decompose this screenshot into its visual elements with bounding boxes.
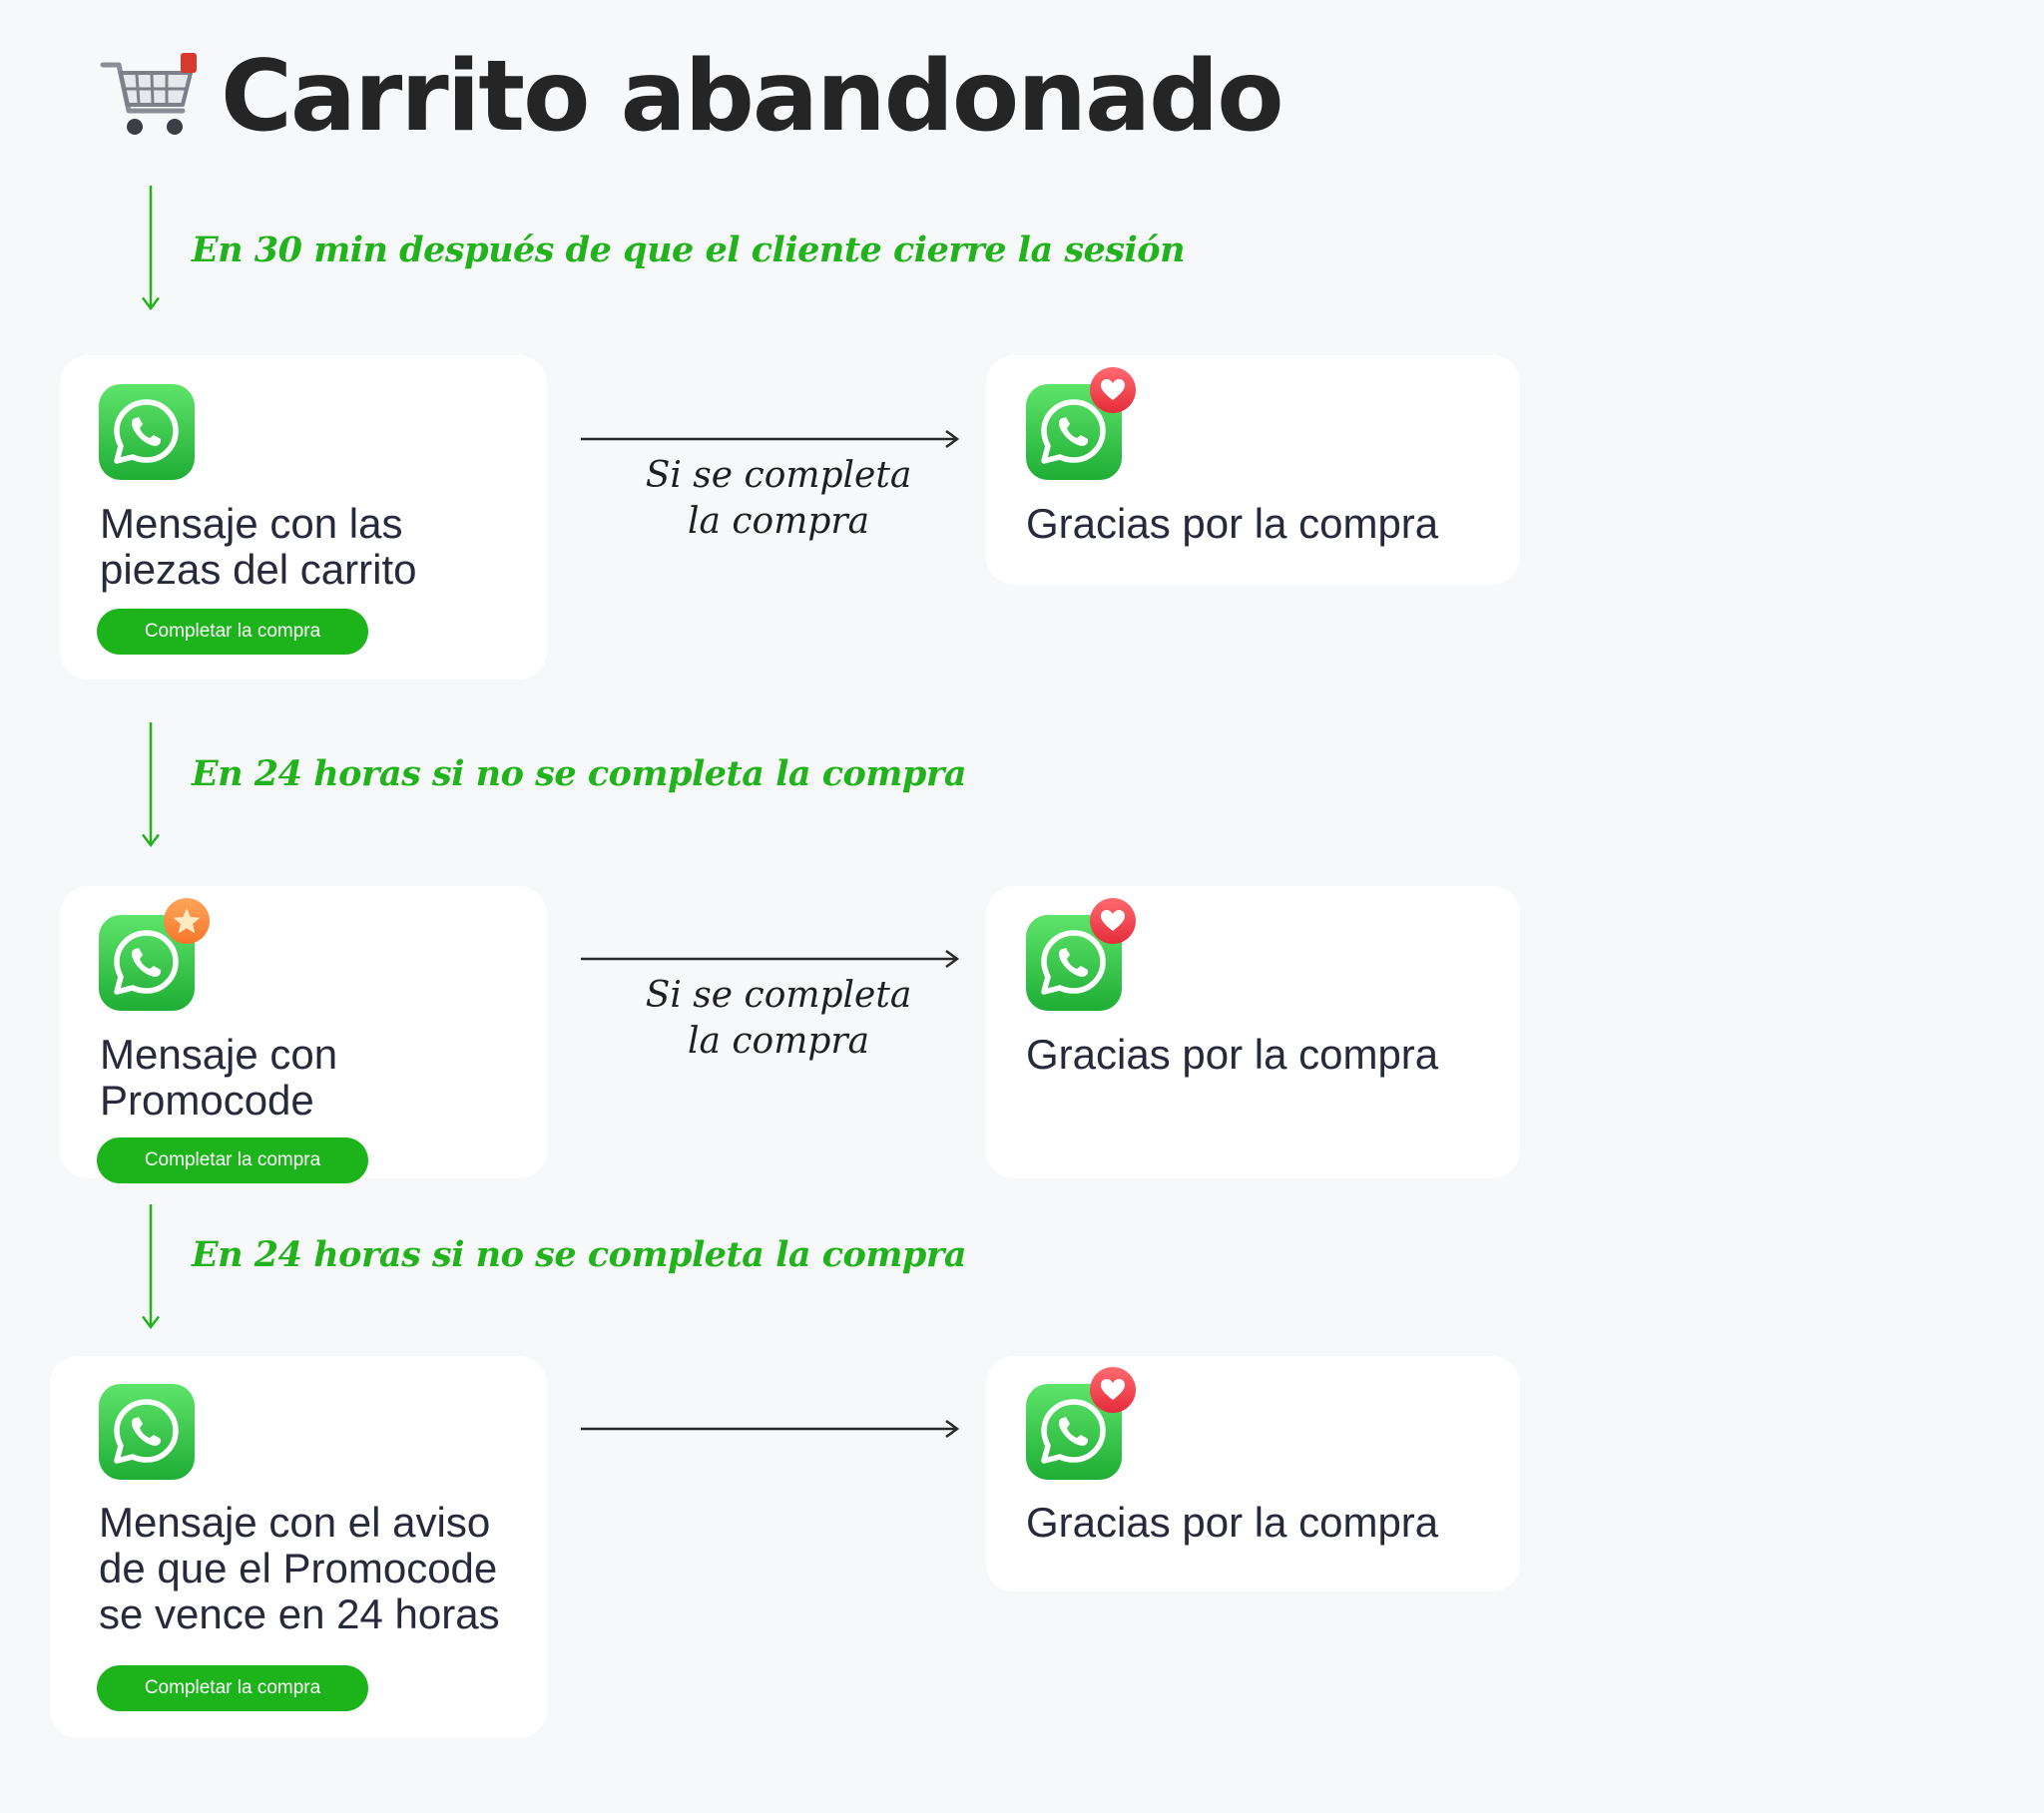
star-badge-icon (164, 898, 210, 944)
right-arrow-icon (581, 429, 960, 449)
message-text: Mensaje con Promocode (100, 1031, 338, 1124)
thanks-card: Gracias por la compra (986, 355, 1520, 585)
complete-purchase-button[interactable]: Completar la compra (97, 1137, 368, 1183)
message-card: Mensaje con el aviso de que el Promocode… (50, 1356, 547, 1738)
message-card: Mensaje con las piezas del carrito Compl… (60, 355, 547, 680)
message-text: Mensaje con las piezas del carrito (100, 500, 417, 593)
title-text: Carrito abandonado (221, 40, 1284, 154)
transition-label: Si se completa la compra (645, 975, 912, 1062)
step-label: En 24 horas si no se completa la compra (192, 1234, 967, 1275)
down-arrow-icon (140, 1204, 162, 1330)
complete-purchase-button[interactable]: Completar la compra (97, 1665, 368, 1711)
whatsapp-icon (99, 384, 195, 480)
heart-badge-icon (1090, 367, 1136, 413)
transition-label: Si se completa la compra (645, 455, 912, 542)
step-label: En 24 horas si no se completa la compra (192, 753, 967, 794)
message-text: Mensaje con el aviso de que el Promocode… (99, 1499, 500, 1637)
thanks-text: Gracias por la compra (1026, 1031, 1439, 1078)
down-arrow-icon (140, 186, 162, 311)
right-arrow-icon (581, 949, 960, 969)
complete-purchase-button[interactable]: Completar la compra (97, 609, 368, 655)
step-label: En 30 min después de que el cliente cier… (192, 229, 1186, 270)
shopping-cart-icon (100, 53, 197, 135)
page-title: Carrito abandonado (95, 40, 1284, 154)
down-arrow-icon (140, 722, 162, 848)
thanks-text: Gracias por la compra (1026, 1499, 1439, 1546)
thanks-card: Gracias por la compra (986, 886, 1520, 1178)
heart-badge-icon (1090, 898, 1136, 944)
message-card: Mensaje con Promocode Completar la compr… (60, 886, 547, 1183)
right-arrow-icon (581, 1419, 960, 1439)
heart-badge-icon (1090, 1367, 1136, 1413)
thanks-card: Gracias por la compra (986, 1356, 1520, 1591)
whatsapp-icon (99, 1384, 195, 1480)
thanks-text: Gracias por la compra (1026, 500, 1439, 547)
